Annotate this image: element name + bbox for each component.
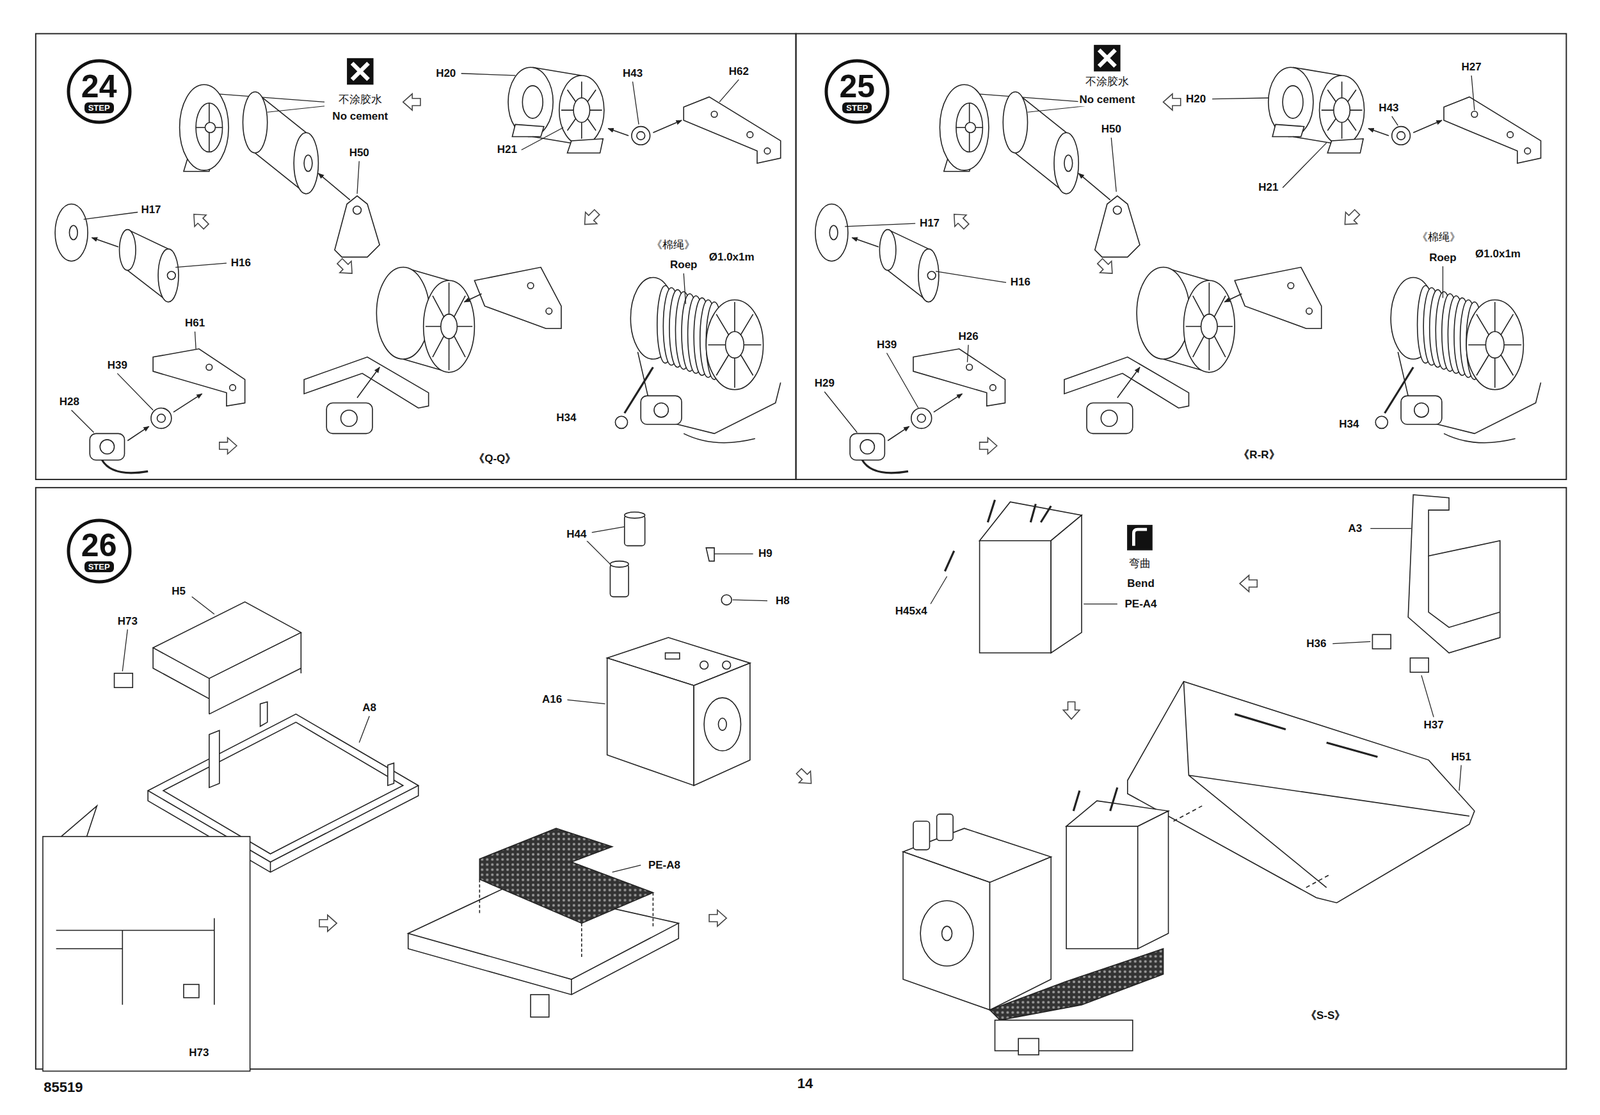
- part-label: H29: [813, 376, 836, 390]
- section-label: 《S-S》: [1304, 1009, 1347, 1023]
- part-label: H27: [1460, 60, 1483, 74]
- section-label: 《Q-Q》: [472, 452, 518, 466]
- step-number: 24: [81, 70, 118, 103]
- part-label: No cement: [1077, 93, 1136, 107]
- part-label: H16: [1009, 276, 1032, 290]
- part-label: A16: [540, 693, 564, 707]
- step-tag: STEP: [84, 561, 114, 573]
- step-number: 25: [839, 70, 875, 103]
- part-label: H16: [229, 256, 253, 270]
- section-label: 《R-R》: [1237, 448, 1281, 462]
- part-label: H9: [757, 547, 774, 561]
- note-text: 不涂胶水: [337, 93, 384, 107]
- part-label: H34: [1337, 417, 1360, 431]
- step-badge: 24STEP: [65, 58, 133, 125]
- part-label: H62: [727, 65, 751, 79]
- step-number: 26: [81, 529, 118, 562]
- part-label: H28: [58, 395, 81, 409]
- part-label: H8: [774, 594, 792, 608]
- part-label: Ø1.0x1m: [707, 250, 756, 264]
- part-label: H45x4: [894, 604, 929, 618]
- step-tag: STEP: [84, 102, 114, 114]
- part-label: H50: [348, 146, 371, 160]
- step-badge: 26STEP: [65, 517, 133, 585]
- step-badge: 25STEP: [823, 58, 891, 125]
- part-label: H51: [1450, 750, 1473, 764]
- section-label: 《棉绳》: [1415, 231, 1462, 245]
- part-label: Roep: [668, 259, 699, 272]
- part-label: H34: [554, 412, 578, 425]
- part-label: H37: [1422, 718, 1446, 732]
- section-label: 《棉绳》: [650, 238, 697, 252]
- part-label: A3: [1346, 522, 1364, 536]
- part-label: H39: [875, 338, 898, 352]
- part-label: Bend: [1125, 577, 1156, 591]
- part-label: H26: [956, 330, 980, 344]
- step-tag: STEP: [842, 102, 872, 114]
- part-label: H17: [139, 204, 162, 217]
- part-label: PE-A4: [1123, 597, 1158, 611]
- part-label: H44: [565, 528, 588, 541]
- part-label: H21: [496, 144, 519, 157]
- page-number: 85519: [42, 1079, 84, 1096]
- note-text: 弯曲: [1127, 558, 1152, 571]
- part-label: H73: [187, 1046, 210, 1060]
- part-label: H20: [1184, 92, 1208, 106]
- part-label: H43: [1377, 101, 1400, 115]
- part-label: A8: [360, 701, 378, 715]
- part-label: No cement: [330, 110, 390, 123]
- part-label: H50: [1100, 123, 1123, 137]
- part-label: Roep: [1427, 251, 1458, 265]
- part-label: PE-A8: [647, 858, 682, 872]
- note-text: 不涂胶水: [1084, 75, 1131, 89]
- part-label: H61: [183, 316, 207, 330]
- part-label: H20: [434, 67, 457, 80]
- part-label: H5: [170, 585, 187, 599]
- part-label: H36: [1304, 637, 1328, 651]
- part-label: H21: [1256, 181, 1280, 194]
- part-label: H73: [116, 615, 139, 628]
- page-number: 14: [796, 1075, 815, 1092]
- part-label: H17: [918, 216, 941, 230]
- part-label: H43: [621, 67, 644, 80]
- part-label: H39: [106, 359, 129, 372]
- part-label: Ø1.0x1m: [1473, 247, 1522, 261]
